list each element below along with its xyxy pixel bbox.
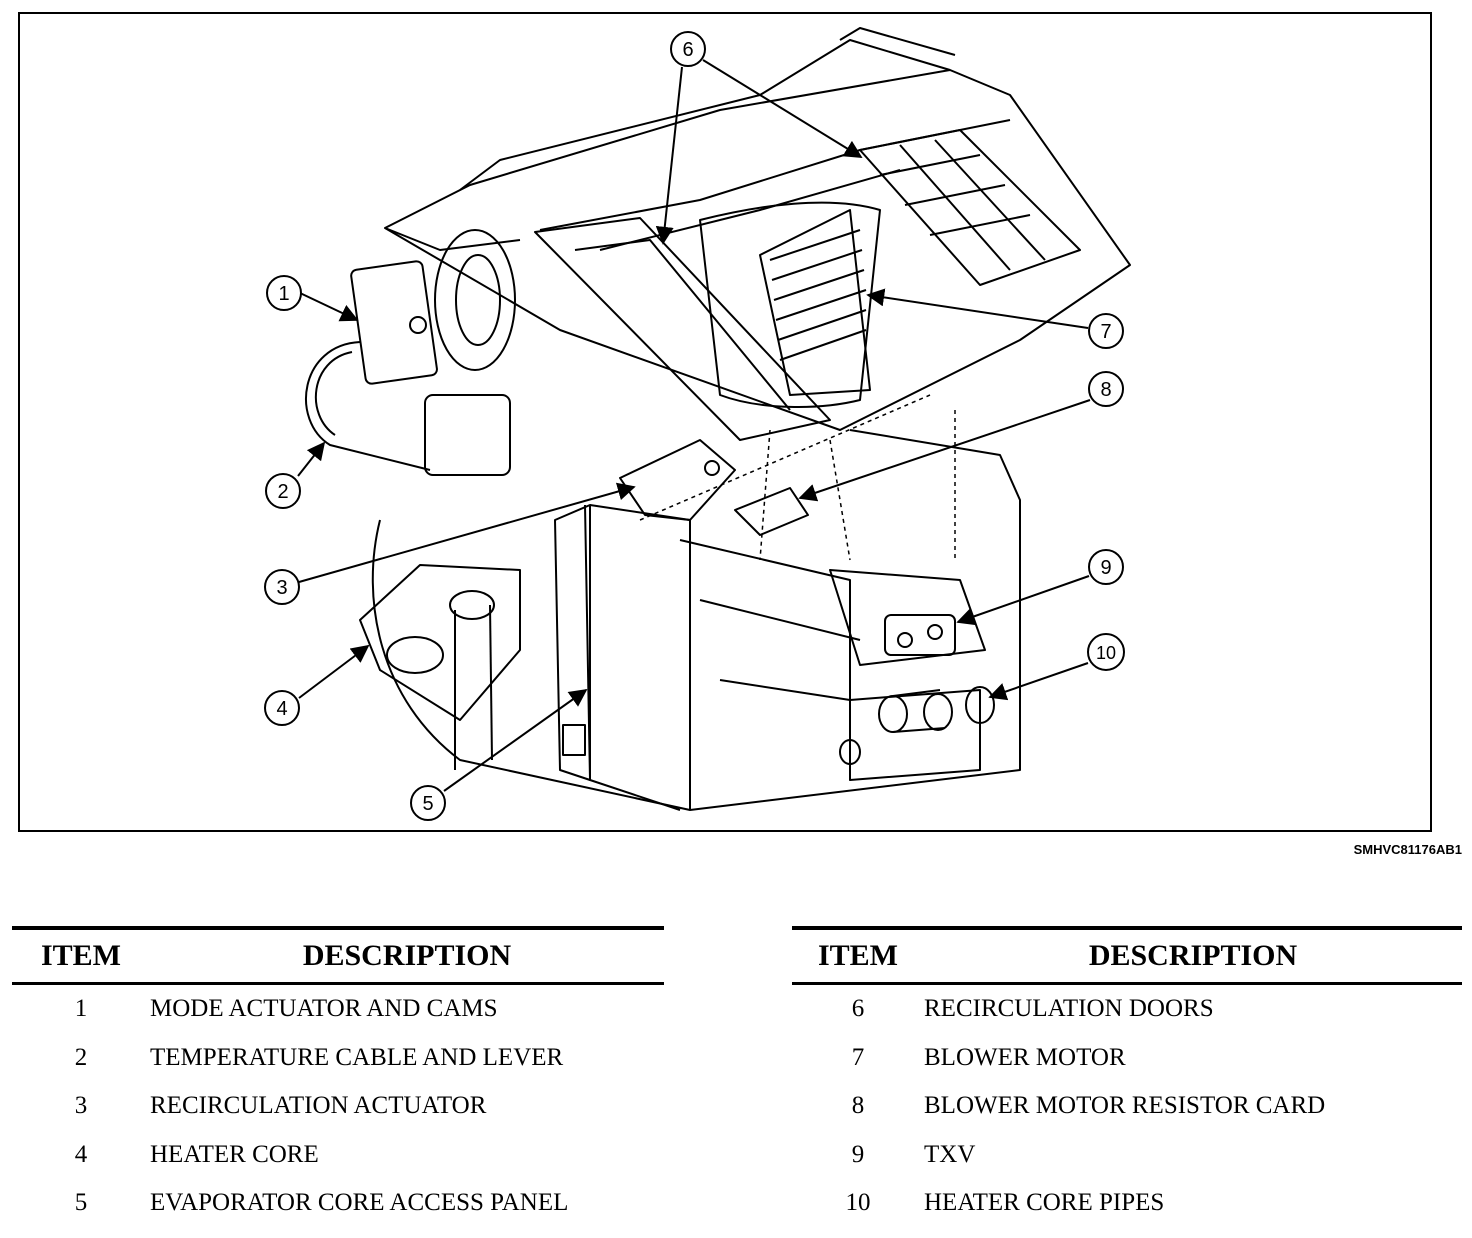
legend-item-description: HEATER CORE	[150, 1140, 319, 1168]
legend-row: 4 HEATER CORE	[12, 1131, 664, 1180]
legend-item-description: HEATER CORE PIPES	[924, 1189, 1165, 1217]
svg-text:7: 7	[1100, 321, 1111, 343]
leader-2	[297, 441, 326, 477]
callout-1: 1	[266, 275, 302, 311]
leader-7	[866, 288, 1089, 329]
callout-3: 3	[264, 569, 300, 605]
svg-text:9: 9	[1100, 557, 1111, 579]
legend-table-right: ITEM DESCRIPTION 6 RECIRCULATION DOORS 7…	[792, 926, 1462, 1228]
legend-item-number: 7	[851, 1043, 865, 1071]
legend-item-number: 6	[851, 995, 865, 1023]
diagram-frame	[18, 12, 1432, 832]
svg-text:8: 8	[1100, 379, 1111, 401]
legend-table-left: ITEM DESCRIPTION 1 MODE ACTUATOR AND CAM…	[12, 926, 664, 1228]
callout-7: 7	[1088, 313, 1124, 349]
legend-item-number: 10	[845, 1189, 871, 1217]
legend-row: 2 TEMPERATURE CABLE AND LEVER	[12, 1034, 664, 1083]
legend-row: 9 TXV	[792, 1131, 1462, 1180]
item-header: ITEM	[792, 926, 924, 985]
legend-item-number: 5	[74, 1189, 88, 1217]
legend-item-description: BLOWER MOTOR RESISTOR CARD	[924, 1092, 1326, 1120]
description-header: DESCRIPTION	[150, 926, 664, 985]
figure-code: SMHVC81176AB1	[1353, 842, 1462, 857]
legend-item-description: TEMPERATURE CABLE AND LEVER	[150, 1043, 564, 1071]
svg-text:1: 1	[278, 283, 289, 305]
callout-bubbles: 1 2 3 4 5 6 7 8 9 10	[264, 31, 1125, 821]
legend-item-number: 1	[74, 995, 88, 1023]
legend-item-description: BLOWER MOTOR	[924, 1043, 1126, 1071]
legend-item-description: MODE ACTUATOR AND CAMS	[150, 995, 498, 1023]
legend-item-number: 4	[74, 1140, 88, 1168]
svg-text:2: 2	[277, 481, 288, 503]
legend-item-description: RECIRCULATION DOORS	[924, 995, 1214, 1023]
description-header: DESCRIPTION	[924, 926, 1462, 985]
callout-4: 4	[264, 690, 300, 726]
legend-row: 5 EVAPORATOR CORE ACCESS PANEL	[12, 1179, 664, 1228]
leader-1	[299, 292, 359, 322]
svg-text:10: 10	[1096, 643, 1116, 663]
leader-4	[298, 644, 370, 699]
legend-header-row: ITEM DESCRIPTION	[792, 926, 1462, 985]
leader-6b	[702, 59, 863, 158]
leader-8	[798, 399, 1091, 502]
legend-item-number: 2	[74, 1043, 88, 1071]
svg-text:3: 3	[276, 577, 287, 599]
callout-8: 8	[1088, 371, 1124, 407]
legend-item-description: TXV	[924, 1140, 976, 1168]
callout-5: 5	[410, 785, 446, 821]
legend-item-number: 9	[851, 1140, 865, 1168]
legend-item-description: EVAPORATOR CORE ACCESS PANEL	[150, 1189, 569, 1217]
hvac-assembly-diagram: 1 2 3 4 5 6 7 8 9 10	[264, 27, 1131, 821]
leader-10	[988, 662, 1089, 701]
callout-6: 6	[670, 31, 706, 67]
svg-text:4: 4	[276, 698, 287, 720]
legend-item-number: 8	[851, 1092, 865, 1120]
legend-item-description: RECIRCULATION ACTUATOR	[150, 1092, 487, 1120]
item-header: ITEM	[12, 926, 150, 985]
leader-6a	[655, 66, 683, 245]
hvac-housing-drawing	[305, 27, 1131, 811]
callout-9: 9	[1088, 549, 1124, 585]
legend-row: 7 BLOWER MOTOR	[792, 1034, 1462, 1083]
leader-9	[956, 575, 1090, 626]
callout-10: 10	[1087, 633, 1125, 671]
svg-text:5: 5	[422, 793, 433, 815]
leader-3	[298, 482, 636, 583]
legend-row: 3 RECIRCULATION ACTUATOR	[12, 1082, 664, 1131]
legend-row: 10 HEATER CORE PIPES	[792, 1179, 1462, 1228]
legend-header-row: ITEM DESCRIPTION	[12, 926, 664, 985]
callout-2: 2	[265, 473, 301, 509]
legend-row: 6 RECIRCULATION DOORS	[792, 984, 1462, 1034]
leader-5	[443, 688, 588, 792]
callout-leaders	[297, 59, 1091, 792]
svg-text:6: 6	[682, 39, 693, 61]
legend-row: 8 BLOWER MOTOR RESISTOR CARD	[792, 1082, 1462, 1131]
legend-item-number: 3	[74, 1092, 88, 1120]
legend-row: 1 MODE ACTUATOR AND CAMS	[12, 984, 664, 1034]
hidden-lines	[639, 394, 956, 561]
